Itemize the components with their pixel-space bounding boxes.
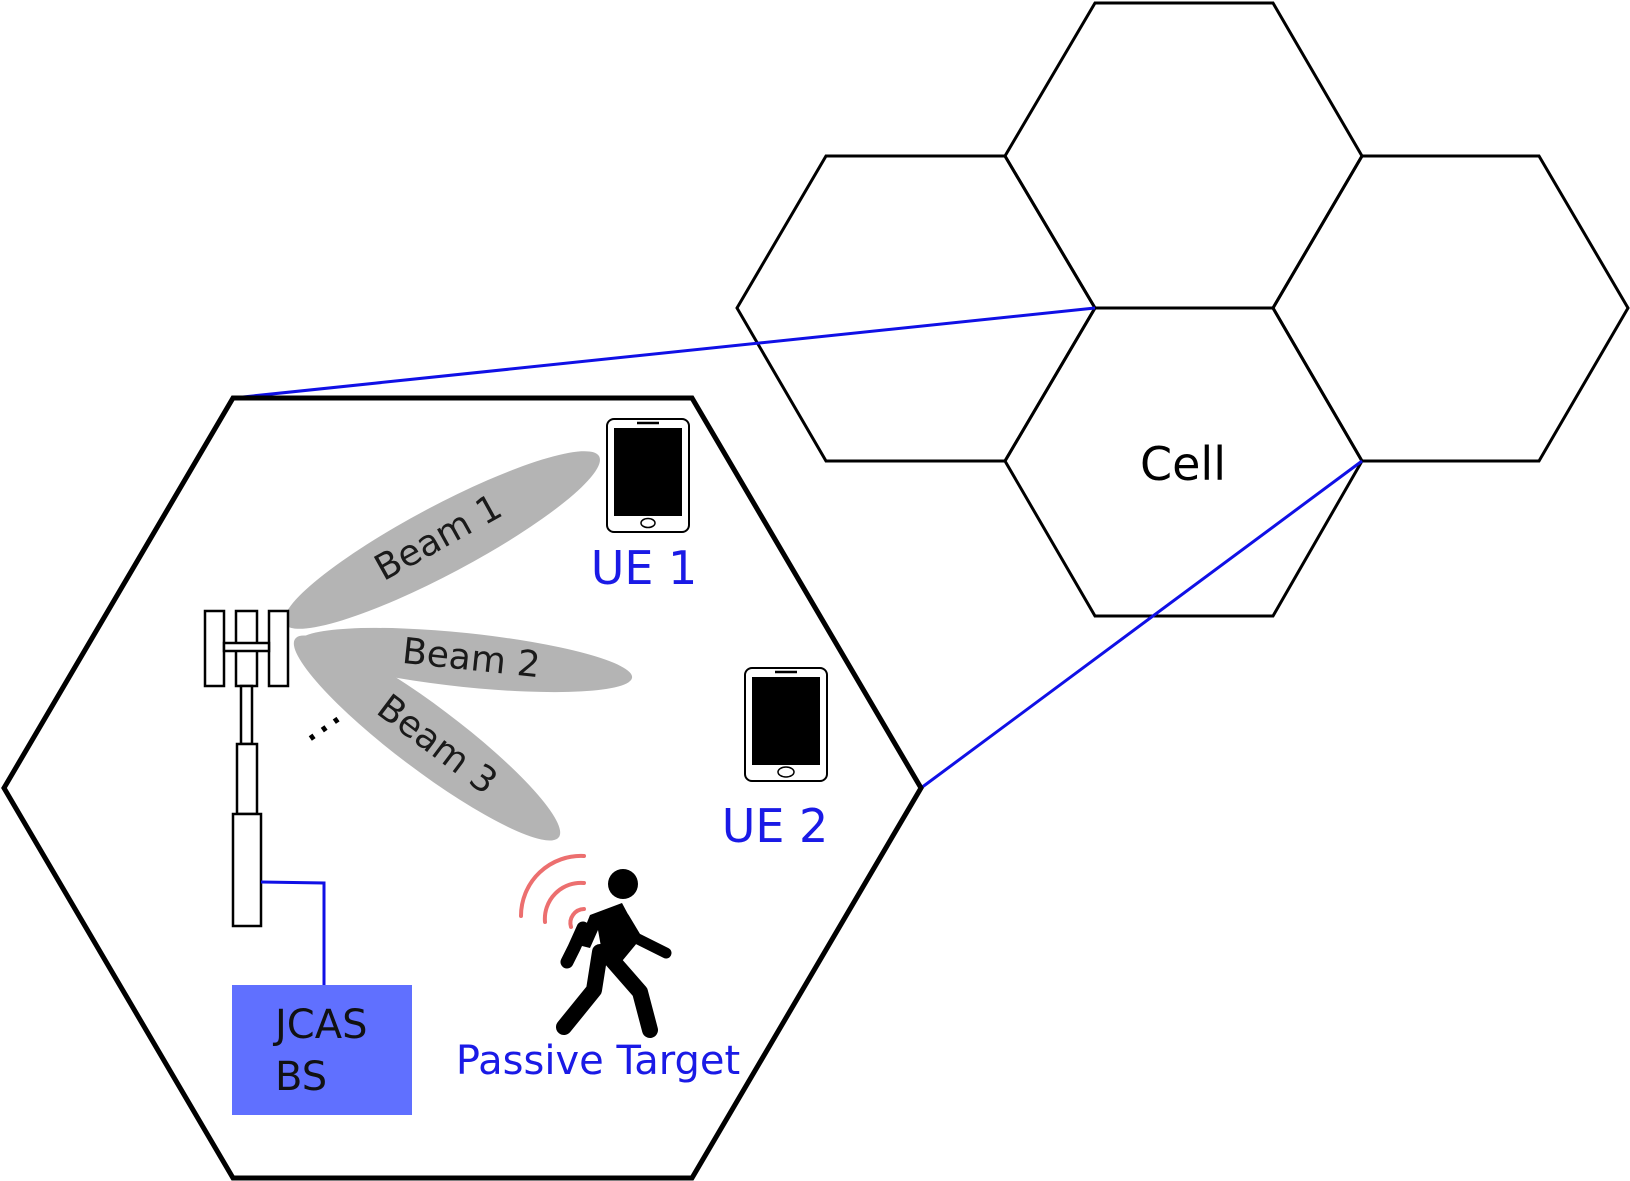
zoom-line-bottom	[920, 459, 1363, 790]
base-station-tower	[203, 609, 290, 928]
cell-grid: Cell	[735, 1, 1630, 618]
cell-label: Cell	[1140, 437, 1226, 491]
beams: Beam 1 Beam 2 Beam 3 ⋯	[284, 451, 633, 841]
beam-1-lobe	[284, 451, 600, 629]
ue2-phone-icon	[744, 667, 828, 782]
tower-mast-lower	[231, 812, 263, 928]
passive-target-label: Passive Target	[456, 1038, 740, 1084]
zoom-connectors	[232, 306, 1363, 790]
jcas-bs-box: JCAS BS	[232, 985, 412, 1115]
jcas-bs-rect	[232, 985, 412, 1115]
beam-3-lobe	[293, 635, 561, 841]
bs-connection-line	[260, 880, 326, 985]
antenna-panel-right	[267, 609, 290, 688]
jcas-bs-label-line2: BS	[275, 1054, 327, 1100]
hex-cell-center	[1003, 306, 1364, 618]
antenna-panel-left	[203, 609, 226, 688]
hex-cell-left	[735, 154, 1097, 463]
jcas-bs-label-line1: JCAS	[272, 1002, 367, 1048]
tower-mast-upper	[239, 684, 254, 746]
ue2-label: UE 2	[722, 799, 829, 853]
zoom-line-top	[232, 306, 1096, 400]
hex-cell-right	[1271, 154, 1630, 463]
reflection-waves-icon	[518, 853, 586, 929]
ue1-phone-icon	[606, 418, 690, 533]
tower-mast-middle	[235, 742, 259, 816]
hex-cell-top	[1003, 1, 1364, 310]
walking-person-icon	[556, 869, 672, 1038]
beam-2-lobe	[297, 627, 633, 693]
ue1-label: UE 1	[591, 541, 698, 595]
antenna-crossbar	[222, 641, 271, 653]
zoomed-cell-hexagon	[1, 395, 924, 1181]
